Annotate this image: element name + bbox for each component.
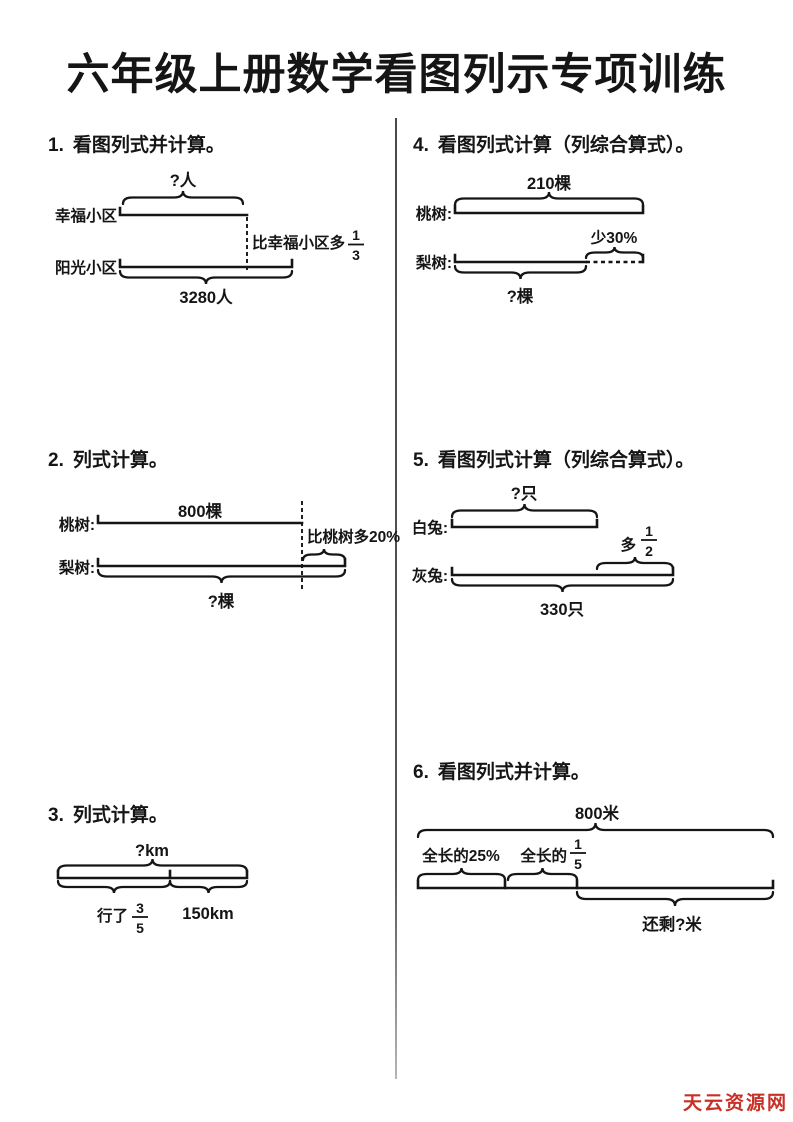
p6-segment1-label: 全长的25% [421,846,500,865]
p2-row1-value: 800棵 [178,501,223,521]
p5-top-brace [450,503,599,519]
problem-2-title: 列式计算。 [72,450,168,471]
p6-segment2-label: 全长的 [519,846,567,865]
p2-row2-line [96,557,347,568]
p3-right-label: 150km [182,905,233,923]
p2-bottom-label: ?棵 [208,591,235,611]
p4-bottom-label: ?棵 [507,286,534,306]
problem-3-number: 3. [48,805,64,826]
problem-6-number: 6. [413,762,429,783]
p4-less-brace [584,246,645,260]
p4-top-brace [453,191,645,207]
p2-row1-line [96,514,304,525]
p5-fraction-numerator: 1 [645,523,653,539]
p1-fraction-denominator: 3 [352,247,360,263]
p5-row2-label: 灰兔: [412,566,448,585]
problem-1-diagram: ?人 幸福小区 比幸福小区多 1 3 阳光小区 3280人 [55,171,364,307]
problem-5-number: 5. [413,450,429,471]
p5-row1-line [450,518,599,529]
p6-segment2-brace [506,867,579,882]
problem-6-heading: 6. 看图列式并计算。 [413,757,590,784]
problem-6-title: 看图列式并计算。 [437,762,590,783]
p6-top-brace [416,822,775,839]
p1-question-label: ?人 [170,171,197,190]
p1-row1-line [118,206,249,217]
p1-extra-label: 比幸福小区多 [252,233,346,252]
problem-5-title: 看图列式计算（列综合算式）。 [437,450,695,471]
p5-question-label: ?只 [511,485,538,503]
p1-total-label: 3280人 [179,288,233,307]
p6-segment1-brace [416,867,507,882]
problem-4-heading: 4. 看图列式计算（列综合算式）。 [413,130,694,157]
p1-fraction-numerator: 1 [352,227,360,243]
p4-row2-label: 梨树: [415,253,452,272]
p6-fraction-numerator: 1 [574,836,582,852]
problem-2-heading: 2. 列式计算。 [48,445,168,472]
p4-row2-line-solid [453,253,588,264]
problem-1-number: 1. [48,135,64,156]
p3-right-brace [168,879,249,894]
p5-more-brace [595,556,675,571]
p5-bottom-brace [450,577,675,593]
p6-remaining-label: 还剩?米 [641,914,702,934]
p6-total-label: 800米 [575,803,620,823]
p3-line [56,869,249,880]
p6-bottom-brace [575,890,775,907]
p5-more-label: 多 [620,535,636,554]
p6-line [416,879,775,890]
p1-row2-line [118,258,294,269]
p6-fraction-denominator: 5 [574,856,582,872]
p2-bottom-brace [96,568,347,584]
p2-row1-label: 桃树: [59,515,95,534]
p4-bottom-brace [453,264,588,280]
p5-total-label: 330只 [540,601,585,619]
p1-row1-label: 幸福小区 [55,206,118,225]
p1-bottom-brace [118,269,294,285]
p3-fraction-numerator: 3 [136,900,144,916]
problem-6-diagram: 800米 全长的25% 全长的 1 5 还剩?米 [416,803,775,934]
p3-top-brace [56,858,249,874]
p1-top-brace [121,190,245,206]
p5-row1-label: 白兔: [412,518,448,537]
problem-3-diagram: ?km 行了 3 5 150km [56,842,249,936]
p5-fraction-denominator: 2 [645,543,653,559]
problem-4-title: 看图列式计算（列综合算式）。 [437,135,695,156]
problem-4-diagram: 210棵 桃树: 少30% 梨树: ?棵 [415,173,645,306]
p2-row2-label: 梨树: [58,558,95,577]
problem-1-title: 看图列式并计算。 [72,135,225,156]
problem-2-number: 2. [48,450,64,471]
problem-3-title: 列式计算。 [72,805,168,826]
p4-less-label: 少30% [590,229,638,247]
p3-left-brace [56,879,172,894]
p1-row2-label: 阳光小区 [55,258,118,277]
problem-5-diagram: ?只 白兔: 多 1 2 灰兔: 330只 [412,485,675,619]
p4-row1-line [453,204,645,215]
column-divider [395,118,397,1079]
p4-row1-value: 210棵 [527,173,572,193]
problem-1-heading: 1. 看图列式并计算。 [48,130,225,157]
p3-fraction-denominator: 5 [136,920,144,936]
page-title: 六年级上册数学看图列示专项训练 [66,51,727,99]
p3-left-label: 行了 [96,906,128,925]
problem-4-number: 4. [413,135,429,156]
problem-3-heading: 3. 列式计算。 [48,800,168,827]
p2-extra-label: 比桃树多20% [307,527,400,546]
p2-extra-brace [301,548,347,562]
problem-2-diagram: 800棵 桃树: 比桃树多20% 梨树: ?棵 [58,501,400,611]
p4-row1-label: 桃树: [416,204,452,223]
p5-row2-line [450,566,675,577]
p3-question-label: ?km [135,842,169,860]
watermark: 天云资源网 [682,1093,788,1114]
problem-5-heading: 5. 看图列式计算（列综合算式）。 [413,445,694,472]
